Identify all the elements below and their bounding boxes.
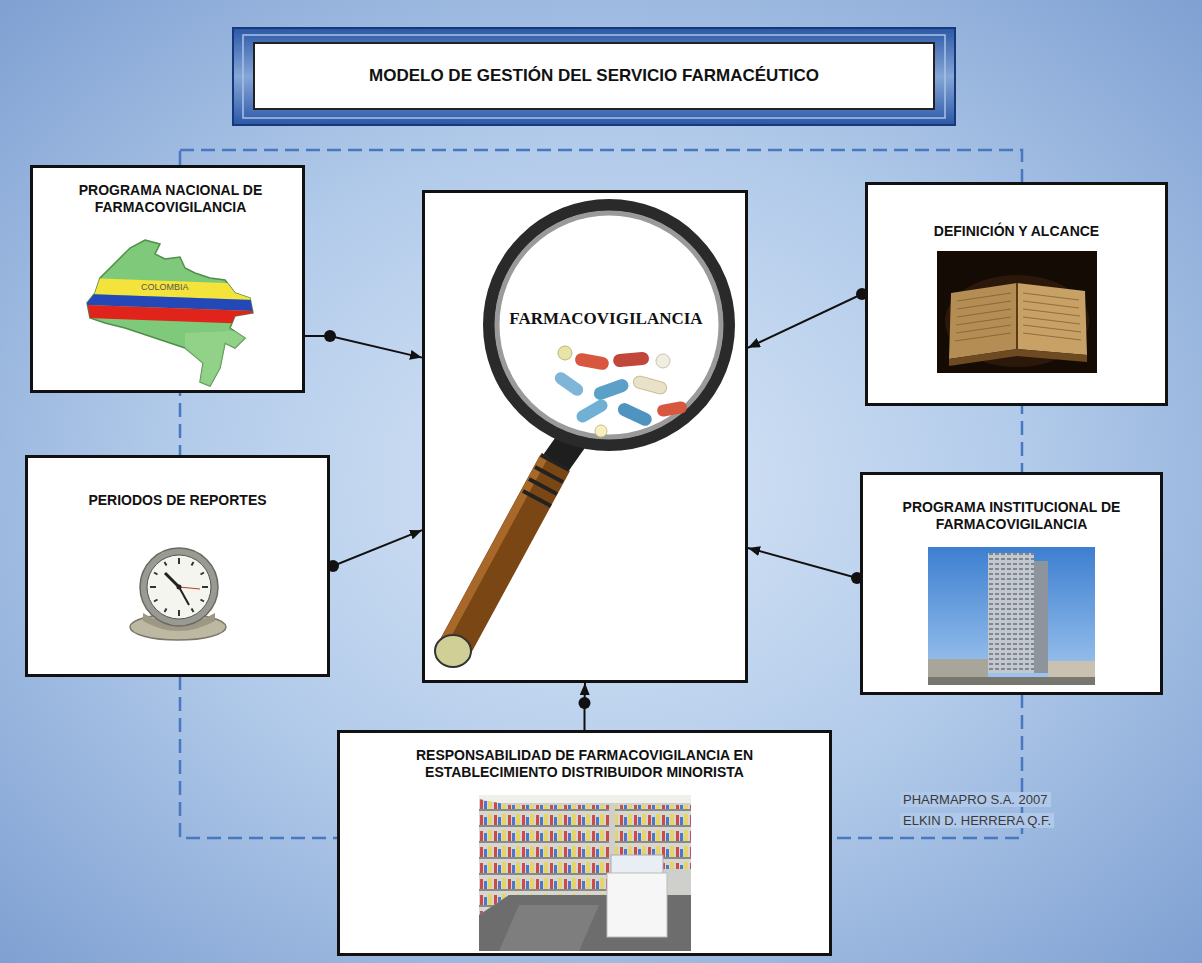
- flag-bands-part: [85, 305, 255, 324]
- pills: [552, 346, 687, 437]
- pills-part: [574, 352, 610, 371]
- pills-part: [595, 425, 607, 437]
- topic-box: DEFINICIÓN Y ALCANCE: [865, 182, 1168, 406]
- pills-part: [616, 401, 654, 428]
- building-photo: [928, 547, 1095, 685]
- pharmacy-photo-part: [479, 795, 691, 803]
- magnifier-handle-part: [453, 463, 555, 651]
- arrow-connector: [330, 530, 422, 566]
- node-heading: PERIODOS DE REPORTES: [43, 492, 312, 509]
- pharmacy-photo-part: [499, 905, 599, 951]
- flag-bands-part: [185, 330, 255, 388]
- magnifier-handle-part: [435, 635, 471, 667]
- pills-part: [552, 370, 585, 398]
- title-box: MODELO DE GESTIÓN DEL SERVICIO FARMACÉUT…: [253, 42, 935, 110]
- responsibility-box: RESPONSABILIDAD DE FARMACOVIGILANCIA EN …: [337, 730, 832, 956]
- book-photo: [937, 251, 1097, 373]
- pharmacy-photo-part: [479, 795, 691, 951]
- clock-icon-part: [179, 587, 189, 605]
- pills-part: [656, 400, 688, 417]
- building-photo-part: [1034, 561, 1048, 673]
- clock-icon: [123, 543, 233, 643]
- node-heading: DEFINICIÓN Y ALCANCE: [883, 223, 1150, 240]
- book-photo-part: [937, 251, 1097, 373]
- central-box: FARMACOVIGILANCIA: [422, 190, 748, 683]
- magnifier-lens: [489, 205, 729, 445]
- magnifier-handle-part: [443, 455, 545, 643]
- pills-part: [613, 351, 650, 367]
- clock-icon-part: [179, 587, 200, 589]
- clock-icon-part: [150, 558, 208, 616]
- clock-icon-part: [147, 555, 211, 619]
- node-heading: RESPONSABILIDAD DE FARMACOVIGILANCIA EN …: [377, 747, 792, 781]
- node-heading: PROGRAMA INSTITUCIONAL DE FARMACOVIGILAN…: [878, 499, 1145, 533]
- arrow-connector: [748, 294, 865, 348]
- connector-dot: [579, 697, 591, 709]
- label-holder: ELKIN D. HERRERA Q.F.: [900, 813, 1054, 828]
- pharmacy-photo: [479, 795, 691, 951]
- pharmacy-photo-part: [479, 799, 509, 915]
- program-box: PROGRAMA NACIONAL DE FARMACOVIGILANCIA CO…: [30, 165, 305, 393]
- program-box: PROGRAMA INSTITUCIONAL DE FARMACOVIGILAN…: [860, 472, 1163, 695]
- diagram-title: MODELO DE GESTIÓN DEL SERVICIO FARMACÉUT…: [369, 66, 819, 86]
- pills-part: [558, 346, 572, 360]
- map-label: COLOMBIA: [141, 282, 189, 292]
- magnifier-lens-part: [489, 205, 729, 445]
- pills-part: [592, 377, 630, 402]
- topic-box: PERIODOS DE REPORTES: [25, 455, 330, 677]
- credit-note: ELKIN D. HERRERA Q.F.: [900, 813, 1054, 828]
- building-photo-part: [928, 547, 1095, 685]
- pharmacy-photo-part: [611, 855, 663, 875]
- arrow-connector: [305, 336, 422, 358]
- clock-icon-part: [177, 585, 182, 590]
- connector-dot: [324, 330, 336, 342]
- clock-icon-part: [165, 573, 179, 587]
- building-photo-part: [928, 677, 1095, 685]
- label-holder: COLOMBIA: [141, 282, 189, 292]
- book-photo-part: [949, 349, 1087, 366]
- node-heading: FARMACOVIGILANCIA: [488, 309, 724, 329]
- arrow-connector: [748, 548, 860, 578]
- pills-part: [656, 354, 670, 368]
- node-heading: PROGRAMA NACIONAL DE FARMACOVIGILANCIA: [53, 182, 288, 216]
- book-photo-part: [945, 275, 1089, 367]
- magnifier-handle: [435, 433, 577, 667]
- book-photo-part: [1016, 283, 1018, 349]
- label-holder: PHARMAPRO S.A. 2007: [900, 792, 1051, 807]
- title-frame: [233, 28, 955, 125]
- clock-icon-part: [140, 548, 218, 626]
- pills-part: [574, 397, 609, 424]
- credit-note: PHARMAPRO S.A. 2007: [900, 792, 1051, 807]
- magnifier-illustration: [425, 193, 748, 683]
- colombia-map: [85, 238, 255, 388]
- magnifier-handle-part: [523, 455, 569, 506]
- title-frame-inner: [243, 35, 945, 118]
- pharmacy-photo-part: [509, 805, 609, 895]
- flag-bands: [85, 278, 255, 388]
- pills-part: [632, 375, 668, 395]
- pharmacy-photo-part: [607, 873, 667, 937]
- building-photo-part: [988, 553, 1034, 673]
